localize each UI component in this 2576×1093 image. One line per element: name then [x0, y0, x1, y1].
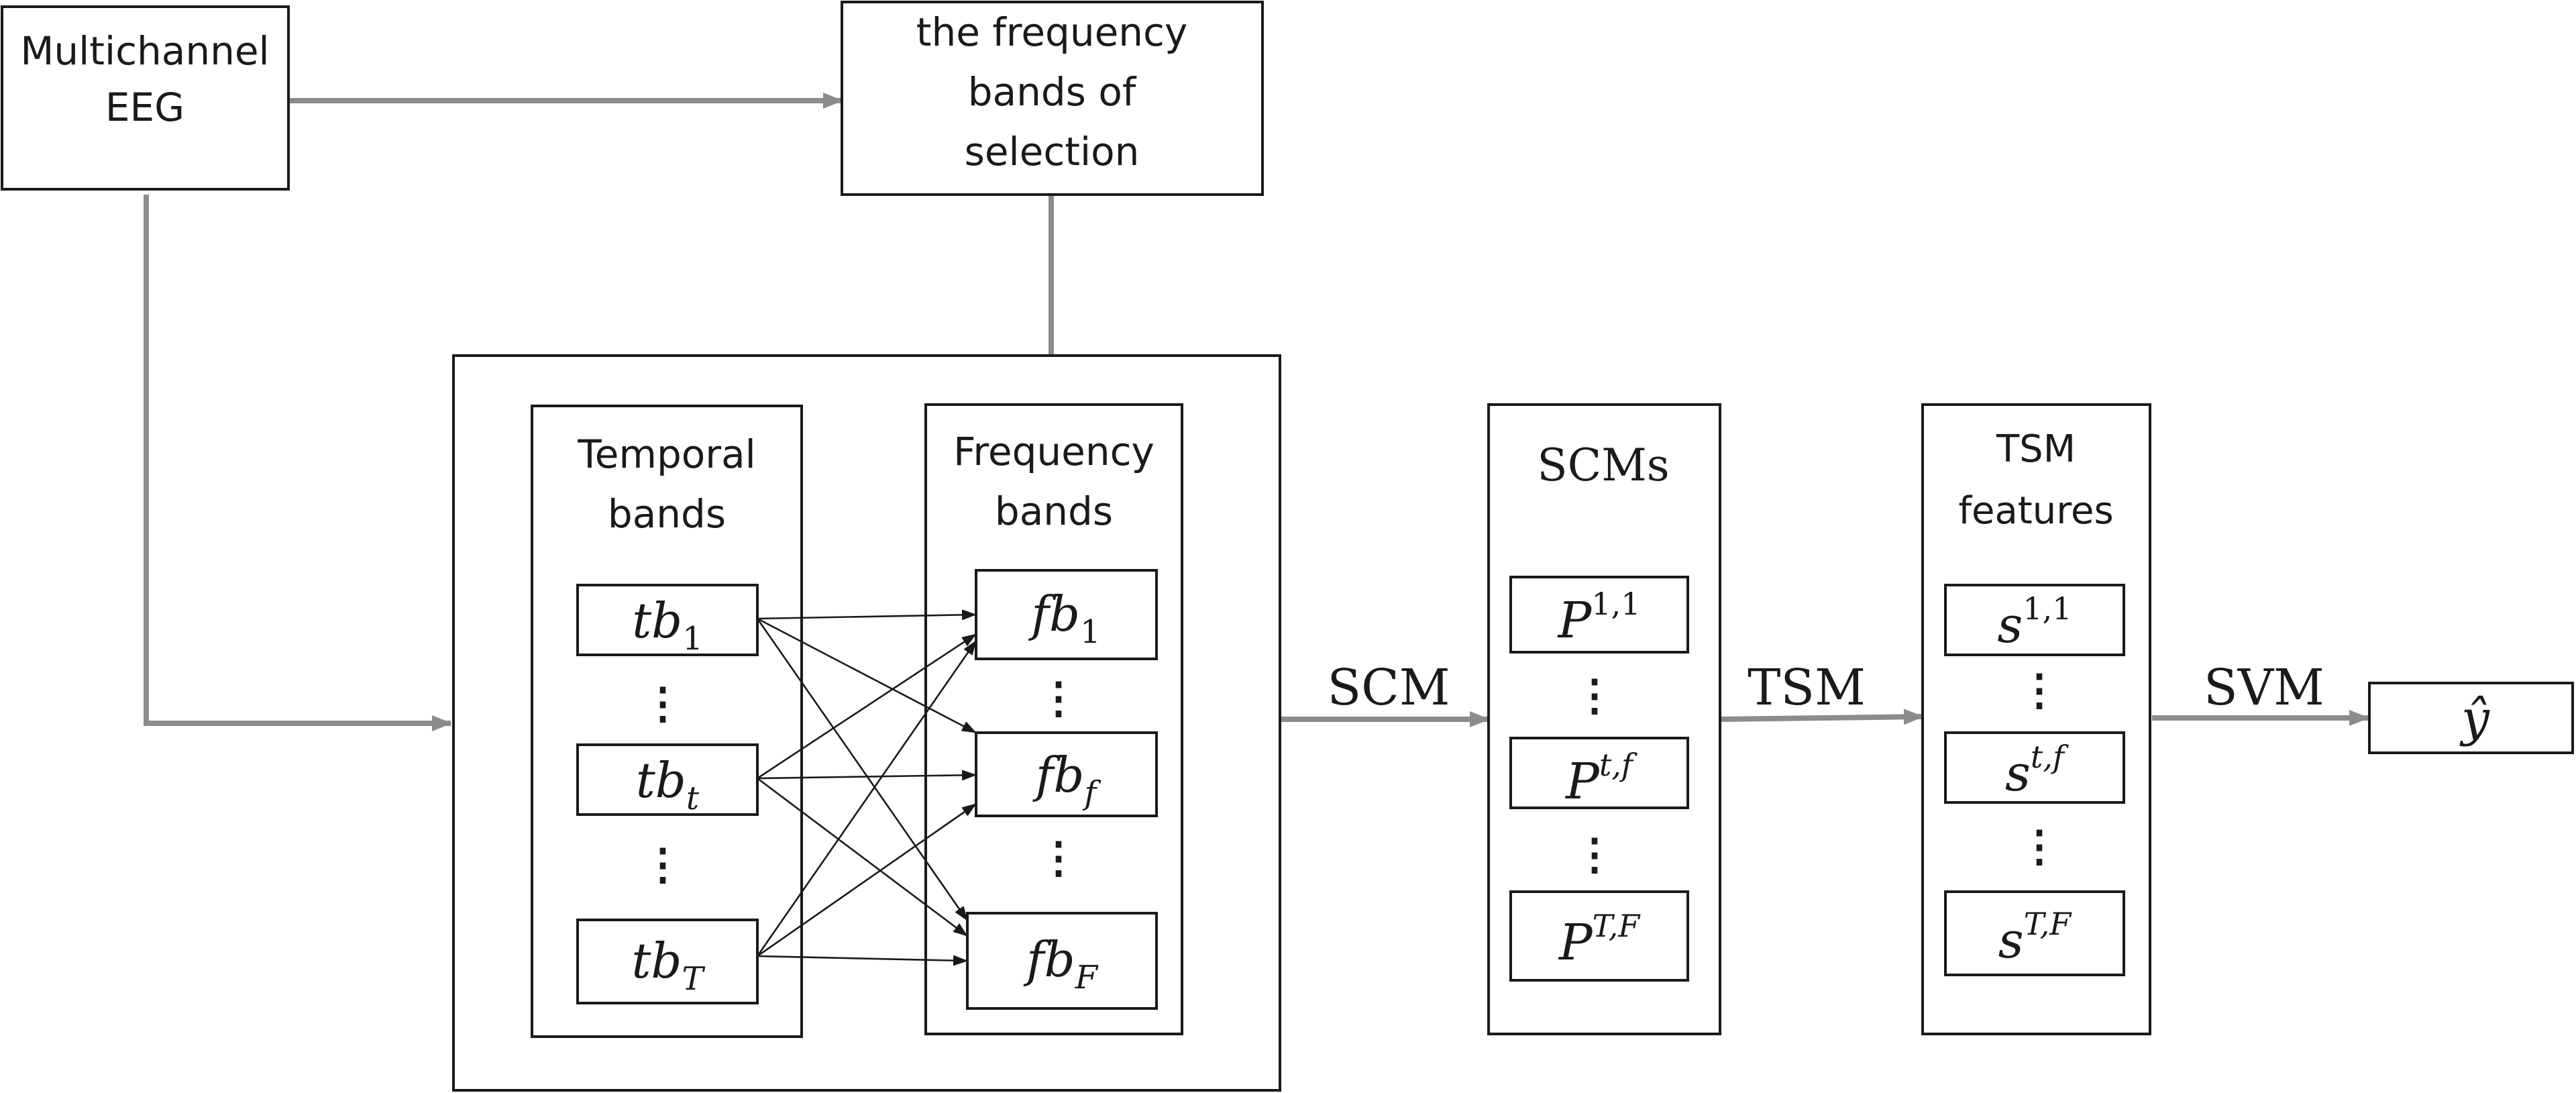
temporal-title-line2: bands: [608, 491, 726, 537]
connection-tbt-fbf: [757, 770, 977, 781]
tsm-ellipsis-1: ⋮: [2018, 665, 2061, 715]
s-TF-label: sT,F: [1998, 906, 2073, 970]
temporal-bands-panel: Temporal bands tb1 ⋮ tbt ⋮ tbT: [531, 405, 803, 1038]
connection-tbT-fbf: [757, 802, 977, 957]
fb-1-box: [975, 569, 1158, 660]
output-node: ŷ: [2368, 682, 2574, 754]
temporal-ellipsis-2: ⋮: [641, 839, 684, 890]
tsm-title-line1: TSM: [1996, 427, 2076, 471]
scms-title: SCMs: [1537, 439, 1669, 491]
frequency-title-line1: Frequency: [953, 429, 1155, 474]
scms-ellipsis-1: ⋮: [1573, 670, 1616, 721]
fb-f-box: [975, 731, 1158, 817]
connection-tb1-fb1: [757, 609, 977, 621]
tb-1-label: tb1: [632, 592, 703, 658]
frequency-ellipsis-1: ⋮: [1037, 673, 1080, 723]
tsm-features-panel: TSM features s1,1 ⋮ st,f ⋮ sT,F: [1921, 403, 2151, 1035]
band-connections: [756, 609, 977, 966]
tb-T-box: [576, 919, 759, 1004]
p-TF-box: [1509, 890, 1689, 982]
input-label-line2: EEG: [105, 85, 184, 130]
s-TF-box: [1944, 890, 2125, 976]
connection-tb1-fbf: [757, 617, 977, 734]
frequency-bands-panel: Frequency bands fb1 ⋮ fbf ⋮ fbF: [924, 403, 1183, 1035]
input-label-line1: Multichannel: [20, 28, 269, 74]
connection-tbt-fb1: [757, 633, 977, 780]
arrow-eeg-to-filterbank: [144, 195, 452, 731]
input-node: Multichannel EEG: [1, 5, 290, 191]
p-11-label: P1,1: [1557, 586, 1641, 649]
p-tf-box: [1509, 737, 1689, 809]
scms-panel: SCMs P1,1 ⋮ Pt,f ⋮ PT,F: [1487, 403, 1721, 1035]
edge-label-svm: SVM: [2204, 659, 2324, 717]
frequency-ellipsis-2: ⋮: [1037, 833, 1080, 883]
edge-label-scm: SCM: [1327, 659, 1450, 717]
tb-t-label: tbt: [636, 752, 700, 817]
connection-tbT-fb1: [756, 640, 977, 957]
fb-1-label: fb1: [1028, 586, 1100, 651]
temporal-ellipsis-1: ⋮: [641, 678, 684, 729]
selection-label-line2: bands of: [968, 69, 1137, 115]
frequency-title-line2: bands: [995, 488, 1113, 534]
p-tf-label: Pt,f: [1564, 747, 1638, 811]
s-11-label: s1,1: [1997, 590, 2072, 654]
tb-T-label: tbT: [631, 933, 705, 998]
connection-tbt-fbF: [757, 777, 968, 937]
arrow-tsm: [1719, 709, 1924, 725]
temporal-title-line1: Temporal: [577, 431, 756, 477]
p-TF-label: PT,F: [1558, 908, 1641, 972]
s-11-box: [1944, 584, 2125, 656]
tsm-title-line2: features: [1958, 489, 2113, 533]
connection-tb1-fbF: [756, 618, 969, 921]
connection-tbT-fbF: [757, 955, 968, 966]
fb-F-label: fbF: [1023, 931, 1099, 996]
p-11-box: [1509, 576, 1689, 654]
tsm-ellipsis-2: ⋮: [2018, 821, 2061, 872]
s-tf-label: st,f: [2005, 739, 2069, 802]
edge-label-tsm: TSM: [1748, 659, 1866, 717]
selection-label-line3: selection: [965, 129, 1140, 174]
scms-ellipsis-2: ⋮: [1573, 829, 1616, 880]
selection-node: the frequency bands of selection: [841, 1, 1264, 196]
tb-t-box: [576, 743, 759, 816]
fb-F-box: [966, 912, 1158, 1010]
s-tf-box: [1944, 731, 2125, 804]
selection-label-line1: the frequency: [916, 9, 1188, 55]
flow-arrows: [144, 93, 2369, 731]
tb-1-box: [576, 584, 759, 656]
output-label: ŷ: [2459, 690, 2490, 747]
